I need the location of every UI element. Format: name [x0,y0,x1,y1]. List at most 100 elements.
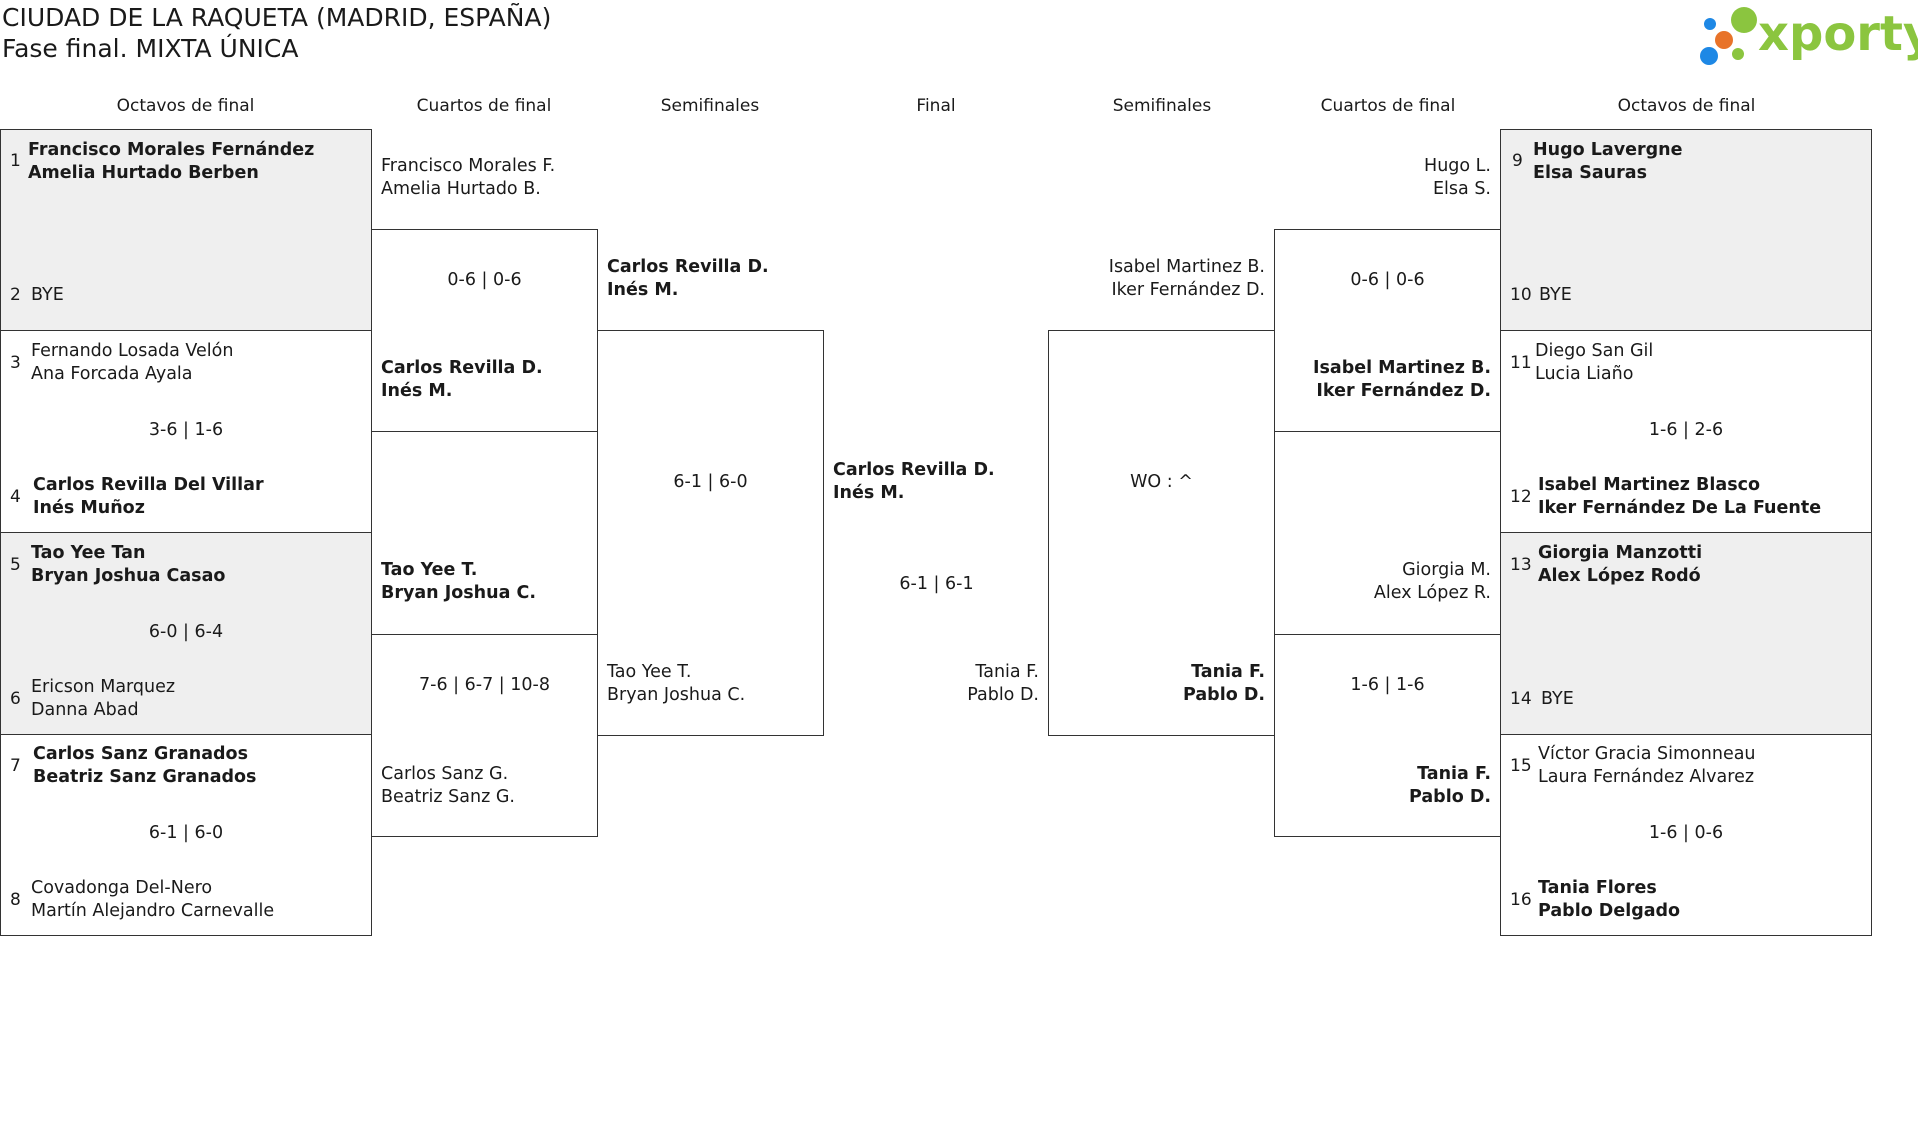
player-name: Pablo D. [1409,787,1491,807]
seed-number: 2 [10,285,21,305]
seed-number: 7 [10,756,21,776]
player-name: Iker Fernández De La Fuente [1538,498,1822,518]
player-name: Isabel Martinez Blasco [1538,475,1761,495]
player-name: Ericson Marquez [31,677,176,697]
player-name: Giorgia M. [1402,560,1491,580]
seed-number: 14 [1510,689,1532,709]
bye-label: BYE [1541,689,1574,709]
match-score: 6-1 | 6-0 [148,823,224,843]
player-name: Isabel Martinez B. [1312,358,1491,378]
phase-name: Fase final. MIXTA ÚNICA [2,34,299,63]
seed-number: 10 [1510,285,1532,305]
player-name: Covadonga Del-Nero [31,878,213,898]
player-name: Tao Yee T. [607,662,692,682]
player-name: Hugo Lavergne [1533,140,1683,160]
player-name: Inés M. [833,483,905,503]
match-box-left-r16-3 [0,532,372,735]
player-name: Pablo Delgado [1538,901,1681,921]
match-score: 1-6 | 1-6 [1350,675,1425,695]
player-name: Hugo L. [1424,156,1491,176]
player-name: Fernando Losada Velón [31,341,234,361]
seed-number: 6 [10,689,21,709]
seed-number: 8 [10,890,21,910]
player-name: Tania F. [1417,764,1491,784]
seed-number: 11 [1510,353,1532,373]
player-name: Lucia Liaño [1535,364,1634,384]
col-left-r16: Octavos de final [116,96,255,116]
match-score: 1-6 | 0-6 [1648,823,1724,843]
player-name: Alex López R. [1373,583,1491,603]
bye-label: BYE [1539,285,1572,305]
seed-number: 12 [1510,487,1532,507]
player-name: Francisco Morales F. [381,156,556,176]
player-name: Bryan Joshua C. [607,685,746,705]
match-score: 6-1 | 6-0 [673,472,748,492]
seed-number: 1 [10,151,21,171]
svg-text:xporty: xporty [1758,6,1918,62]
seed-number: 13 [1510,555,1532,575]
player-name: Carlos Revilla D. [607,257,769,277]
xporty-logo-mark: xporty [1700,6,1920,65]
player-name: Tania F. [1191,662,1265,682]
seed-number: 4 [10,487,21,507]
player-name: Amelia Hurtado B. [381,179,541,199]
match-box-left-r16-1 [0,129,372,331]
player-name: Bryan Joshua C. [381,583,536,603]
col-left-qf: Cuartos de final [416,96,552,116]
player-name: Tao Yee Tan [31,543,146,563]
player-name: Inés M. [607,280,679,300]
seed-number: 15 [1510,756,1532,776]
seed-number: 5 [10,555,21,575]
player-name: Carlos Revilla D. [381,358,543,378]
match-box-left-sf [597,330,824,736]
player-name: Giorgia Manzotti [1538,543,1703,563]
match-score: WO : ^ [1130,472,1193,492]
player-name: Diego San Gil [1535,341,1654,361]
player-name: Francisco Morales Fernández [28,140,315,160]
player-name: Inés Muñoz [33,498,145,518]
player-name: Tao Yee T. [381,560,478,580]
seed-number: 9 [1512,151,1523,171]
player-name: Pablo D. [1183,685,1265,705]
player-name: Isabel Martinez B. [1108,257,1265,277]
xporty-logo: xporty [1696,4,1920,68]
player-name: Amelia Hurtado Berben [28,163,259,183]
player-name: Danna Abad [31,700,139,720]
player-name: Víctor Gracia Simonneau [1538,744,1756,764]
match-score: 1-6 | 2-6 [1648,420,1724,440]
match-box-right-r16-1 [1500,129,1872,331]
player-name: Elsa S. [1433,179,1491,199]
seed-number: 3 [10,353,21,373]
match-score: 6-1 | 6-1 [899,574,974,594]
match-score: 6-0 | 6-4 [148,622,224,642]
match-score: 0-6 | 0-6 [1350,270,1425,290]
col-right-sf: Semifinales [1112,96,1212,116]
bye-label: BYE [31,285,64,305]
col-final: Final [916,96,956,116]
player-name: Alex López Rodó [1538,566,1701,586]
player-name: Beatriz Sanz G. [381,787,515,807]
player-name: Inés M. [381,381,453,401]
player-name: Laura Fernández Alvarez [1538,767,1755,787]
match-score: 0-6 | 0-6 [447,270,522,290]
player-name: Elsa Sauras [1533,163,1647,183]
player-name: Iker Fernández D. [1316,381,1491,401]
match-score: 3-6 | 1-6 [148,420,224,440]
col-right-qf: Cuartos de final [1320,96,1456,116]
player-name: Bryan Joshua Casao [31,566,226,586]
player-name: Beatriz Sanz Granados [33,767,257,787]
player-name: Ana Forcada Ayala [31,364,193,384]
match-score: 7-6 | 6-7 | 10-8 [419,675,550,695]
seed-number: 16 [1510,890,1532,910]
player-name: Carlos Revilla D. [833,460,995,480]
player-name: Carlos Sanz Granados [33,744,248,764]
player-name: Tania Flores [1538,878,1657,898]
player-name: Tania F. [975,662,1039,682]
player-name: Martín Alejandro Carnevalle [31,901,275,921]
page-title: CIUDAD DE LA RAQUETA (MADRID, ESPAÑA) Fa… [2,2,551,64]
player-name: Carlos Revilla Del Villar [33,475,264,495]
player-name: Carlos Sanz G. [381,764,509,784]
tournament-name: CIUDAD DE LA RAQUETA (MADRID, ESPAÑA) [2,3,552,32]
player-name: Pablo D. [967,685,1039,705]
col-right-r16: Octavos de final [1617,96,1756,116]
